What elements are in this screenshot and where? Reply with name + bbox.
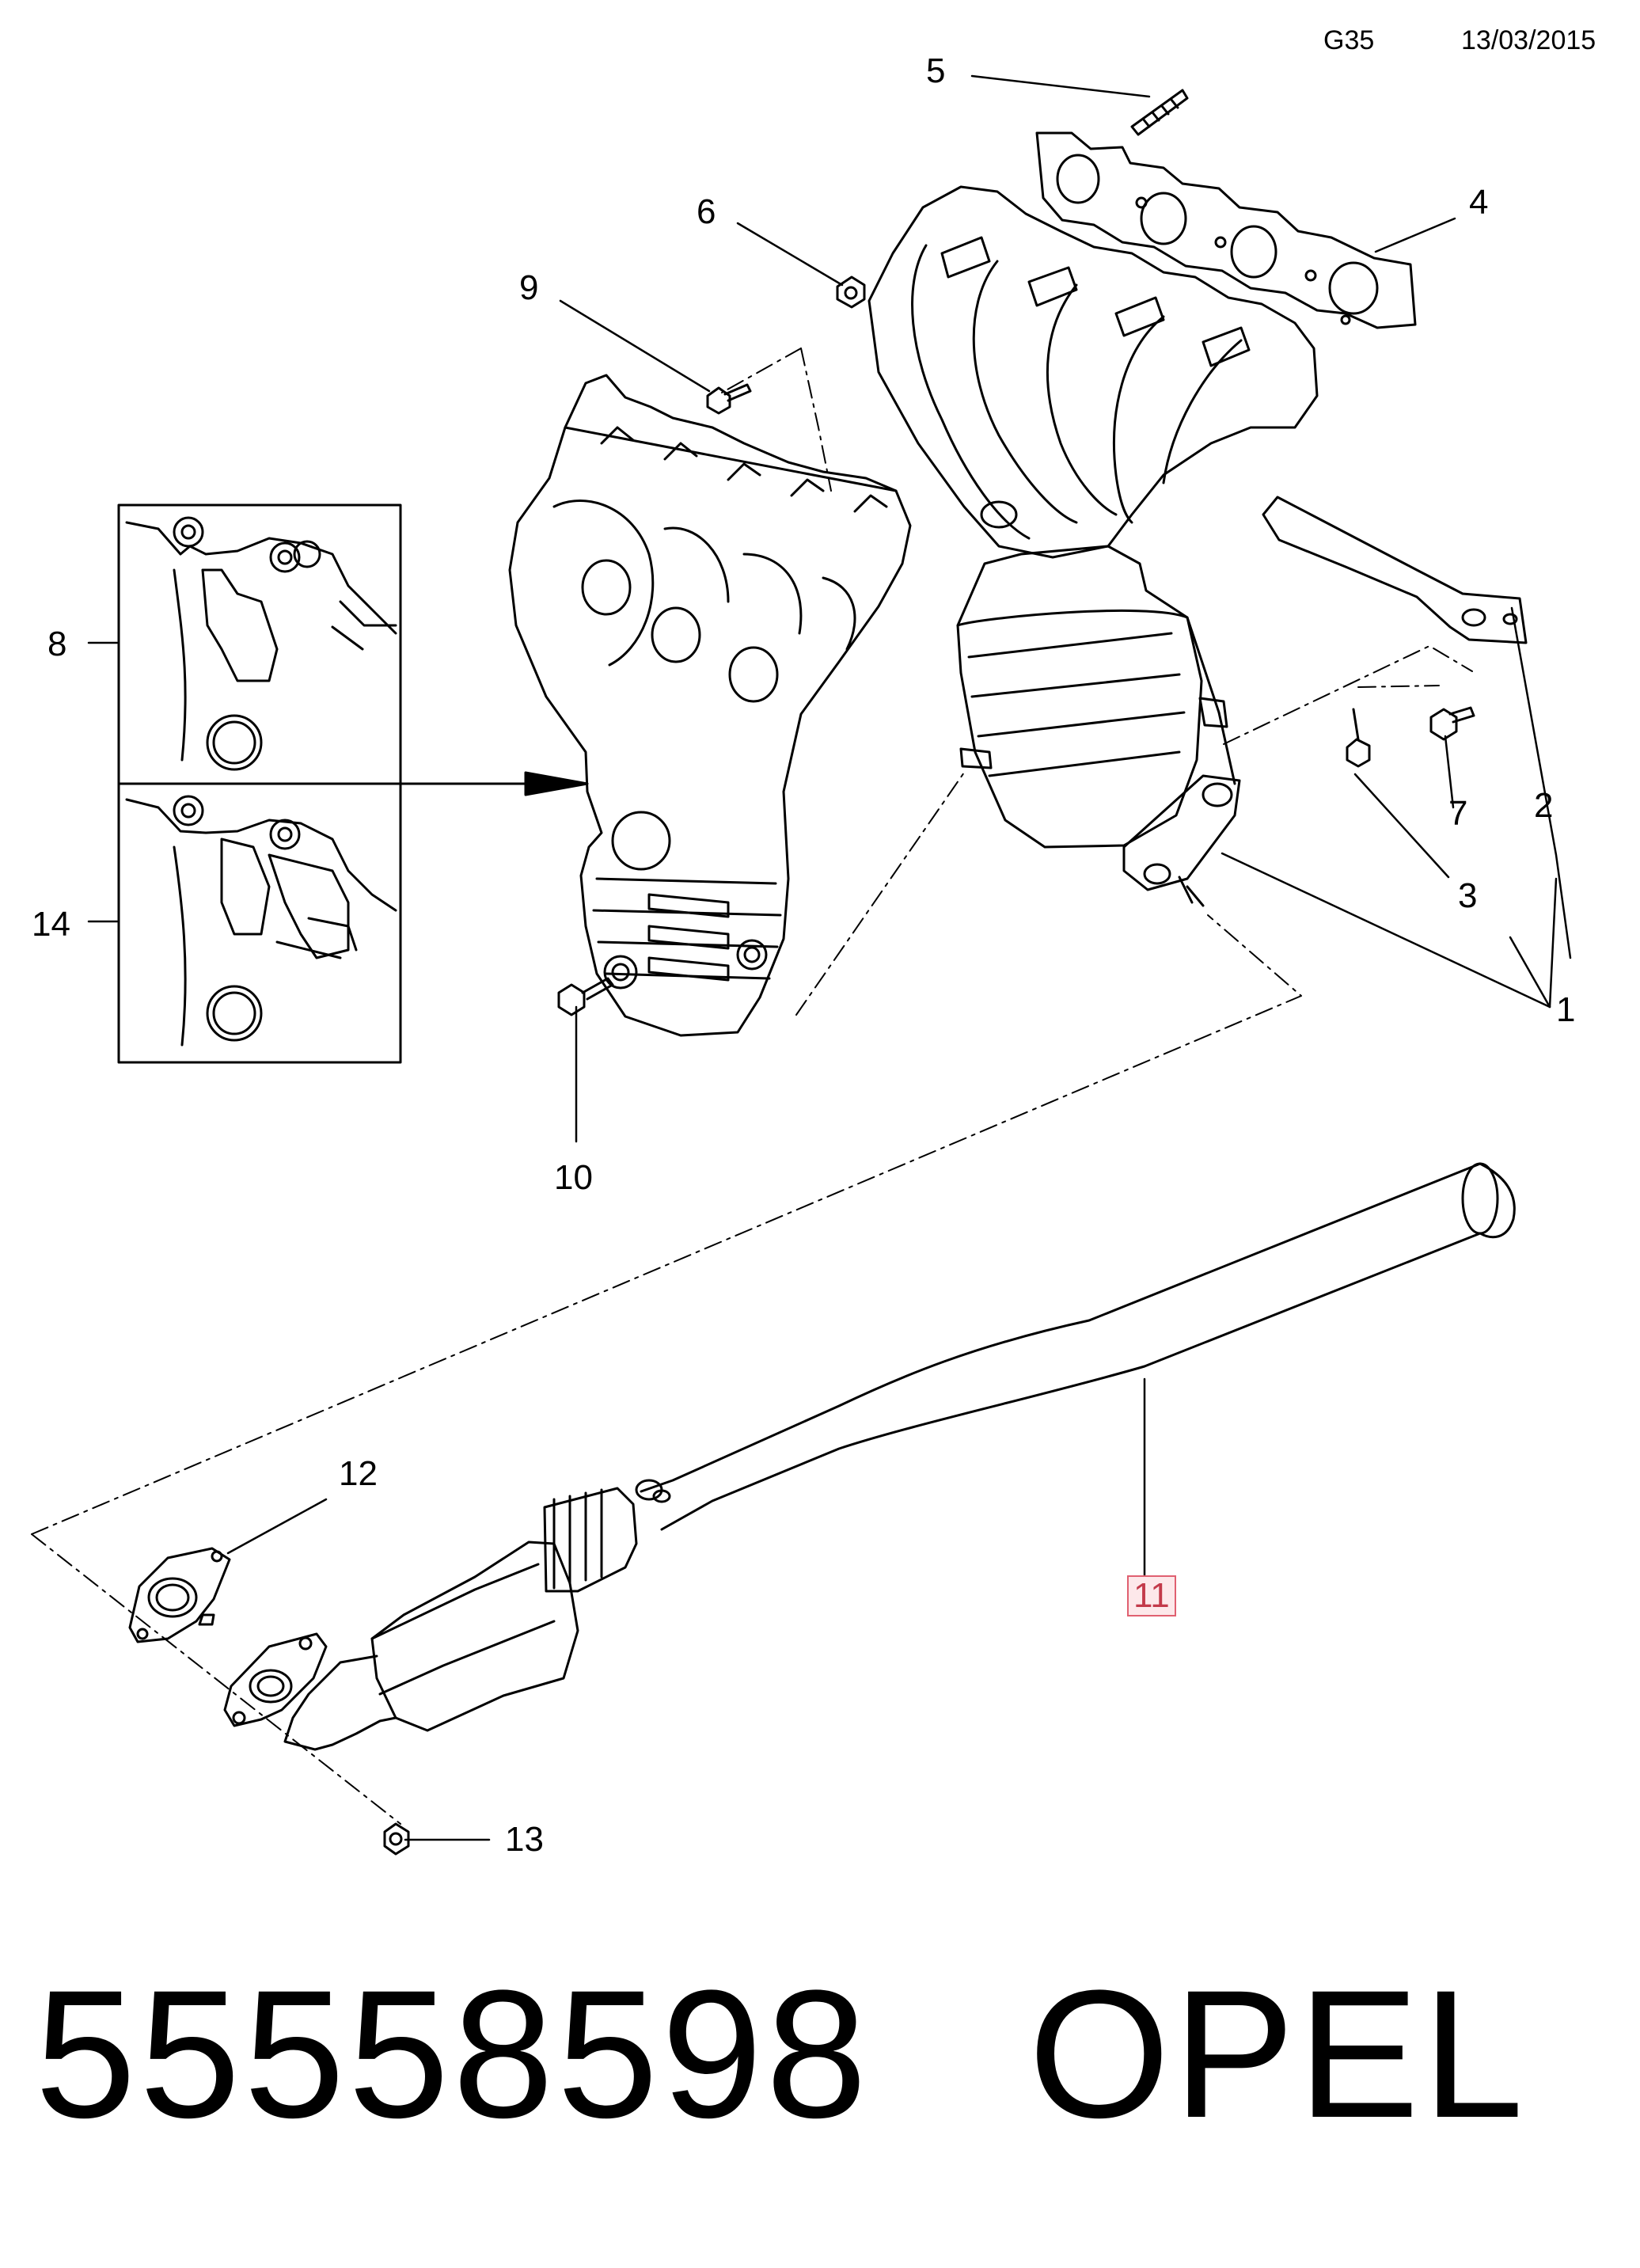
inset-pointer-arrow [399, 771, 589, 796]
manifold-part-1 [867, 185, 1319, 907]
callout-11-highlighted[interactable]: 11 [1127, 1575, 1176, 1616]
brand-name: OPEL [1028, 1952, 1527, 2156]
assembly-axis-lines [31, 348, 1473, 1825]
heat-shield-part-8 [508, 374, 912, 1037]
bolt-part-10 [557, 977, 614, 1016]
callout-4[interactable]: 4 [1469, 183, 1489, 222]
nut-part-6 [836, 275, 866, 309]
stud-part-5 [1130, 89, 1189, 136]
nut-part-13 [383, 1822, 410, 1856]
callout-13[interactable]: 13 [505, 1820, 544, 1859]
gasket-part-12 [128, 1547, 231, 1643]
callout-10[interactable]: 10 [554, 1158, 593, 1197]
bracket-part-2 [1262, 496, 1528, 644]
detail-inset-8 [117, 503, 402, 785]
callout-6[interactable]: 6 [697, 192, 716, 231]
bolt-part-3 [1346, 708, 1371, 768]
diagram-code: G35 [1323, 25, 1375, 55]
callout-5[interactable]: 5 [926, 51, 946, 90]
callout-3[interactable]: 3 [1458, 876, 1478, 915]
callout-14[interactable]: 14 [32, 905, 70, 944]
leader-lines [87, 74, 1572, 1841]
bolt-part-7 [1429, 706, 1475, 741]
diagram-date: 13/03/2015 [1461, 25, 1596, 55]
part-number: 55558598 [35, 1952, 871, 2156]
callout-12[interactable]: 12 [339, 1454, 378, 1493]
callout-7[interactable]: 7 [1448, 794, 1468, 833]
gasket-part-4 [1035, 131, 1417, 329]
detail-inset-14 [117, 782, 402, 1064]
callout-8[interactable]: 8 [47, 625, 67, 663]
callout-2[interactable]: 2 [1534, 786, 1554, 825]
callout-1[interactable]: 1 [1556, 990, 1576, 1029]
callout-9[interactable]: 9 [519, 268, 539, 307]
bolt-part-9 [706, 383, 752, 415]
pipe-part-11 [223, 1162, 1516, 1751]
